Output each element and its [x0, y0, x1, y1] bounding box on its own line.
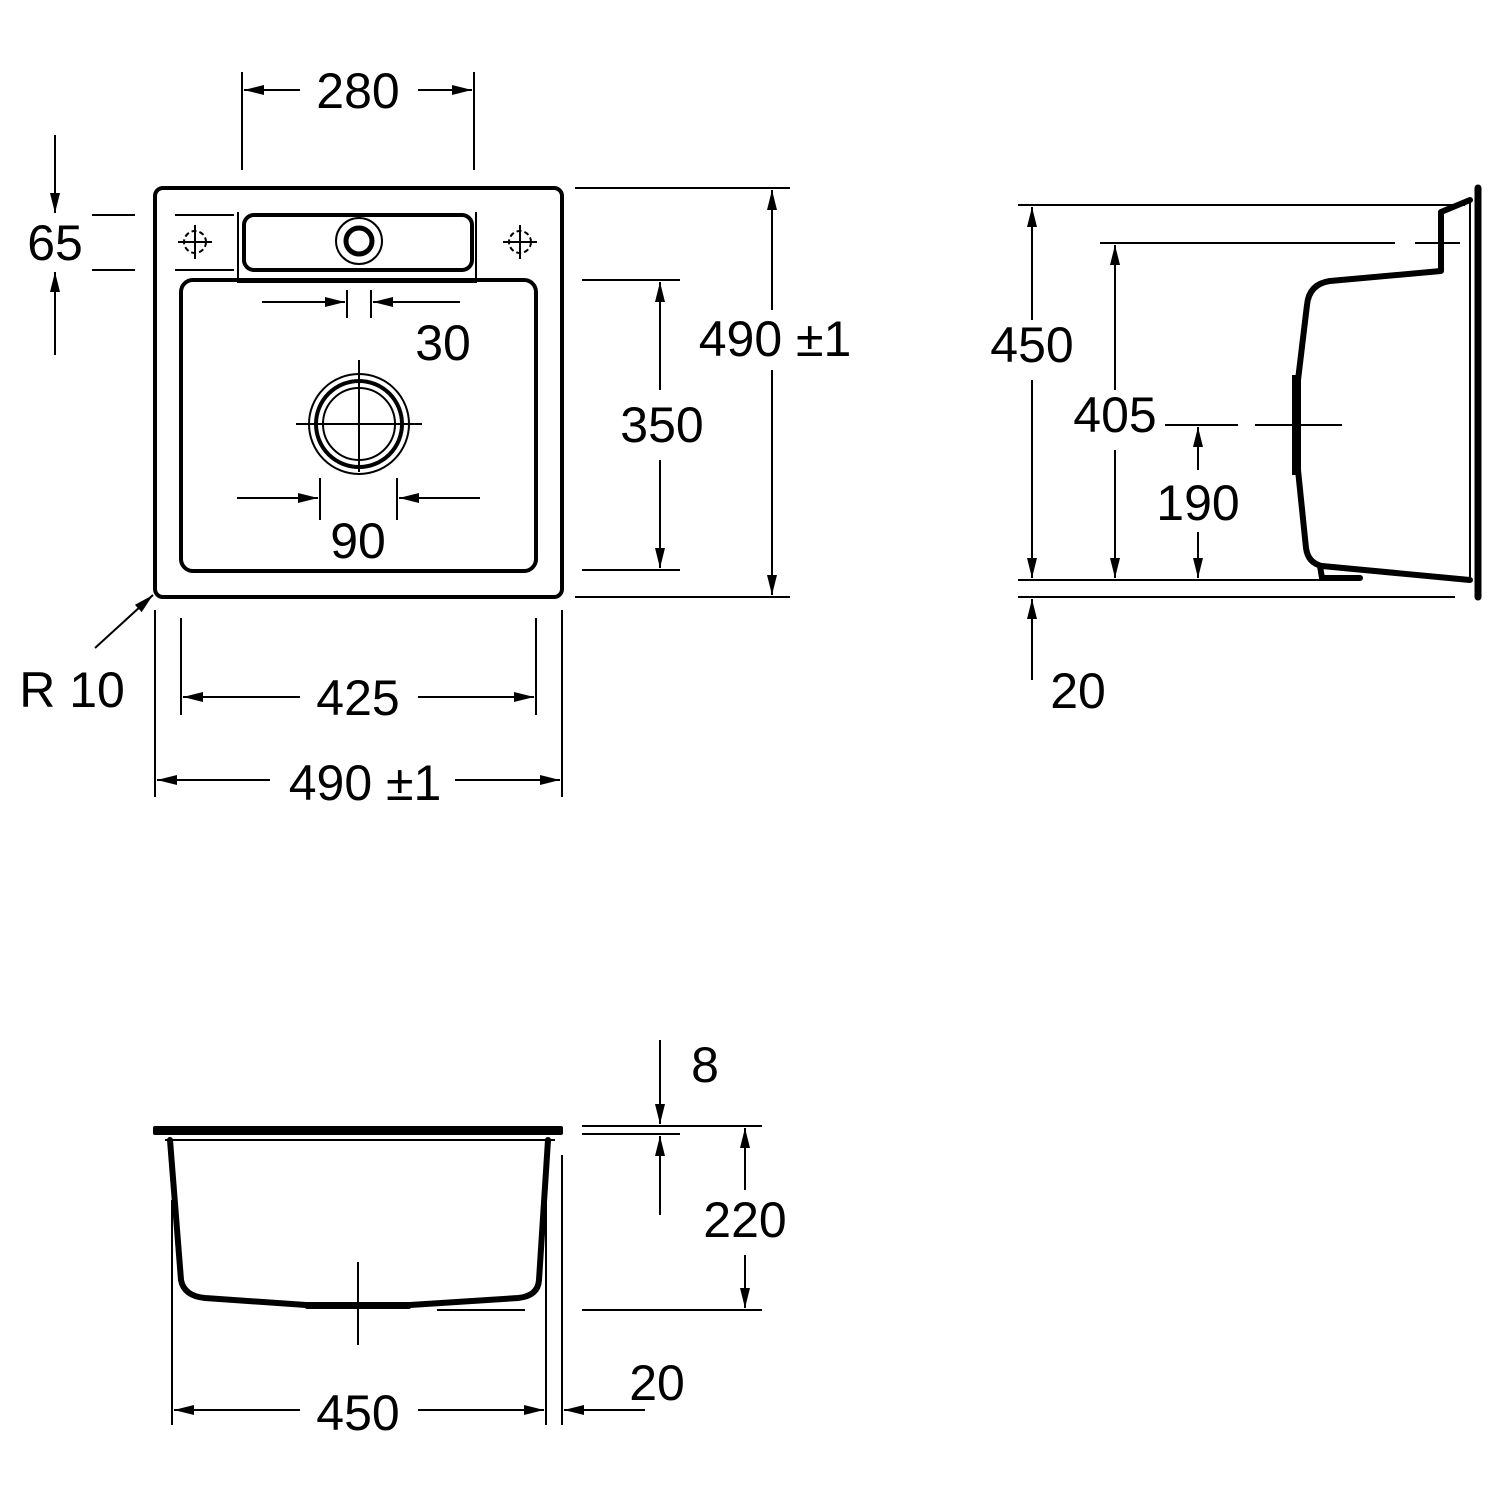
- dim-tap-hole-offset: 65: [27, 215, 83, 271]
- dim-bowl-depth: 220: [703, 1192, 786, 1248]
- dim-bowl-width: 425: [316, 670, 399, 726]
- front-view: 8 220 450 20: [153, 1037, 787, 1441]
- top-view: 280 65 30 90 350 490 ±1 R: [19, 63, 851, 811]
- dim-bowl-length: 350: [620, 397, 703, 453]
- dim-outer-width: 490 ±1: [289, 755, 442, 811]
- dim-bowl-inner-length: 405: [1073, 387, 1156, 443]
- dim-tap-deck-width: 280: [316, 63, 399, 119]
- bowl-outline: [179, 278, 538, 573]
- tap-hole-option-left-icon: [177, 224, 213, 260]
- dim-drain-diameter: 90: [330, 513, 386, 569]
- tap-deck-pocket: [242, 213, 474, 272]
- dim-rim-offset-front: 20: [629, 1355, 685, 1411]
- dim-rim-offset-side: 20: [1050, 663, 1106, 719]
- dim-bowl-outer-length: 450: [990, 317, 1073, 373]
- tap-deck: [237, 212, 477, 283]
- dim-drain-position: 190: [1156, 475, 1239, 531]
- side-profile: [1295, 197, 1473, 583]
- dim-outer-length: 490 ±1: [699, 311, 852, 367]
- front-flange: [153, 1126, 563, 1135]
- drain: [296, 360, 422, 475]
- side-view: 450 405 190 20: [990, 184, 1482, 719]
- dim-flange-thickness: 8: [691, 1037, 719, 1093]
- tap-hole: [335, 217, 383, 265]
- sink-outline: [153, 186, 564, 599]
- dim-tap-hole-diameter: 30: [415, 315, 471, 371]
- dim-corner-radius: R 10: [19, 662, 125, 718]
- dim-front-bowl-width: 450: [316, 1385, 399, 1441]
- tap-hole-option-right-icon: [502, 224, 538, 260]
